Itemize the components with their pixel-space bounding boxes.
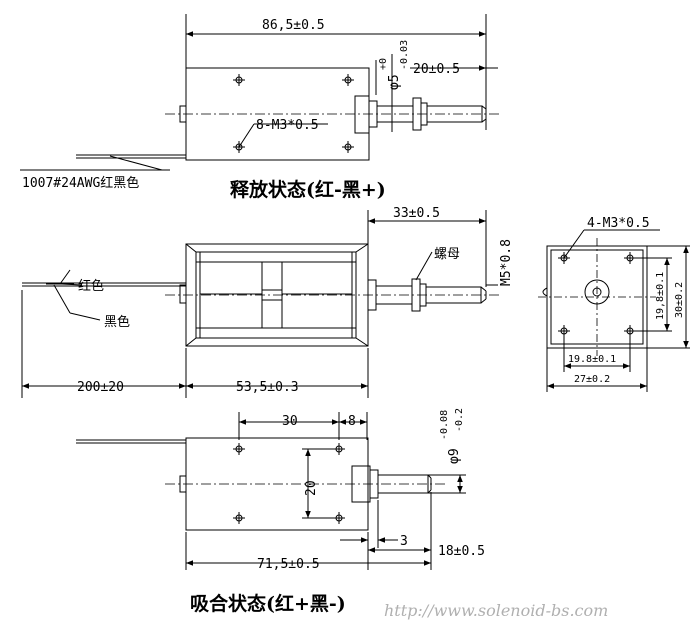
closed-title: 吸合状态(红+黑-) — [190, 592, 346, 615]
release-view — [20, 14, 500, 171]
release-overall-label: 86,5±0.5 — [262, 18, 325, 33]
end-width-label: 27±0.2 — [574, 374, 610, 385]
closed-holes — [233, 443, 345, 524]
closed-view — [76, 412, 466, 570]
release-shaft-tol-lower: -0.03 — [399, 40, 410, 70]
side-thread-label: M5*0.8 — [499, 239, 514, 286]
closed-overall-label: 71,5±0.5 — [257, 557, 320, 572]
end-view — [538, 229, 690, 392]
release-wire-label: 1007#24AWG红黑色 — [22, 175, 139, 191]
side-black-label: 黑色 — [104, 314, 130, 330]
side-body-label: 53,5±0.3 — [236, 380, 299, 395]
release-holes-label: 8-M3*0.5 — [256, 118, 319, 133]
closed-plunger-tol-upper: -0.08 — [439, 410, 450, 440]
closed-span-label: 20 — [304, 480, 319, 496]
release-shaft-dia-label: φ5 — [387, 74, 402, 90]
closed-pitch-label: 30 — [282, 414, 298, 429]
end-hole-h-label: 19,8±0.1 — [655, 272, 666, 320]
end-holes-label: 4-M3*0.5 — [587, 216, 650, 231]
end-hole-w-label: 19.8±0.1 — [568, 354, 616, 365]
side-view — [21, 210, 500, 398]
watermark: http://www.solenoid-bs.com — [384, 601, 608, 620]
release-holes — [233, 74, 354, 153]
closed-gap-label: 3 — [400, 534, 408, 549]
release-shaft-tol-upper: +0 — [378, 58, 389, 70]
end-height-label: 30±0.2 — [674, 282, 685, 318]
side-lead-label: 200±20 — [77, 380, 124, 395]
release-title: 释放状态(红-黑+) — [230, 178, 386, 201]
side-red-label: 红色 — [78, 278, 104, 294]
closed-plunger-dia-label: φ9 — [447, 448, 462, 464]
closed-edge-label: 8 — [348, 414, 356, 429]
closed-travel-label: 18±0.5 — [438, 544, 485, 559]
release-stroke-label: 20±0.5 — [413, 62, 460, 77]
side-width-label: 33±0.5 — [393, 206, 440, 221]
side-nut-label: 螺母 — [434, 247, 460, 262]
closed-plunger-tol-lower: -0.2 — [454, 408, 465, 432]
